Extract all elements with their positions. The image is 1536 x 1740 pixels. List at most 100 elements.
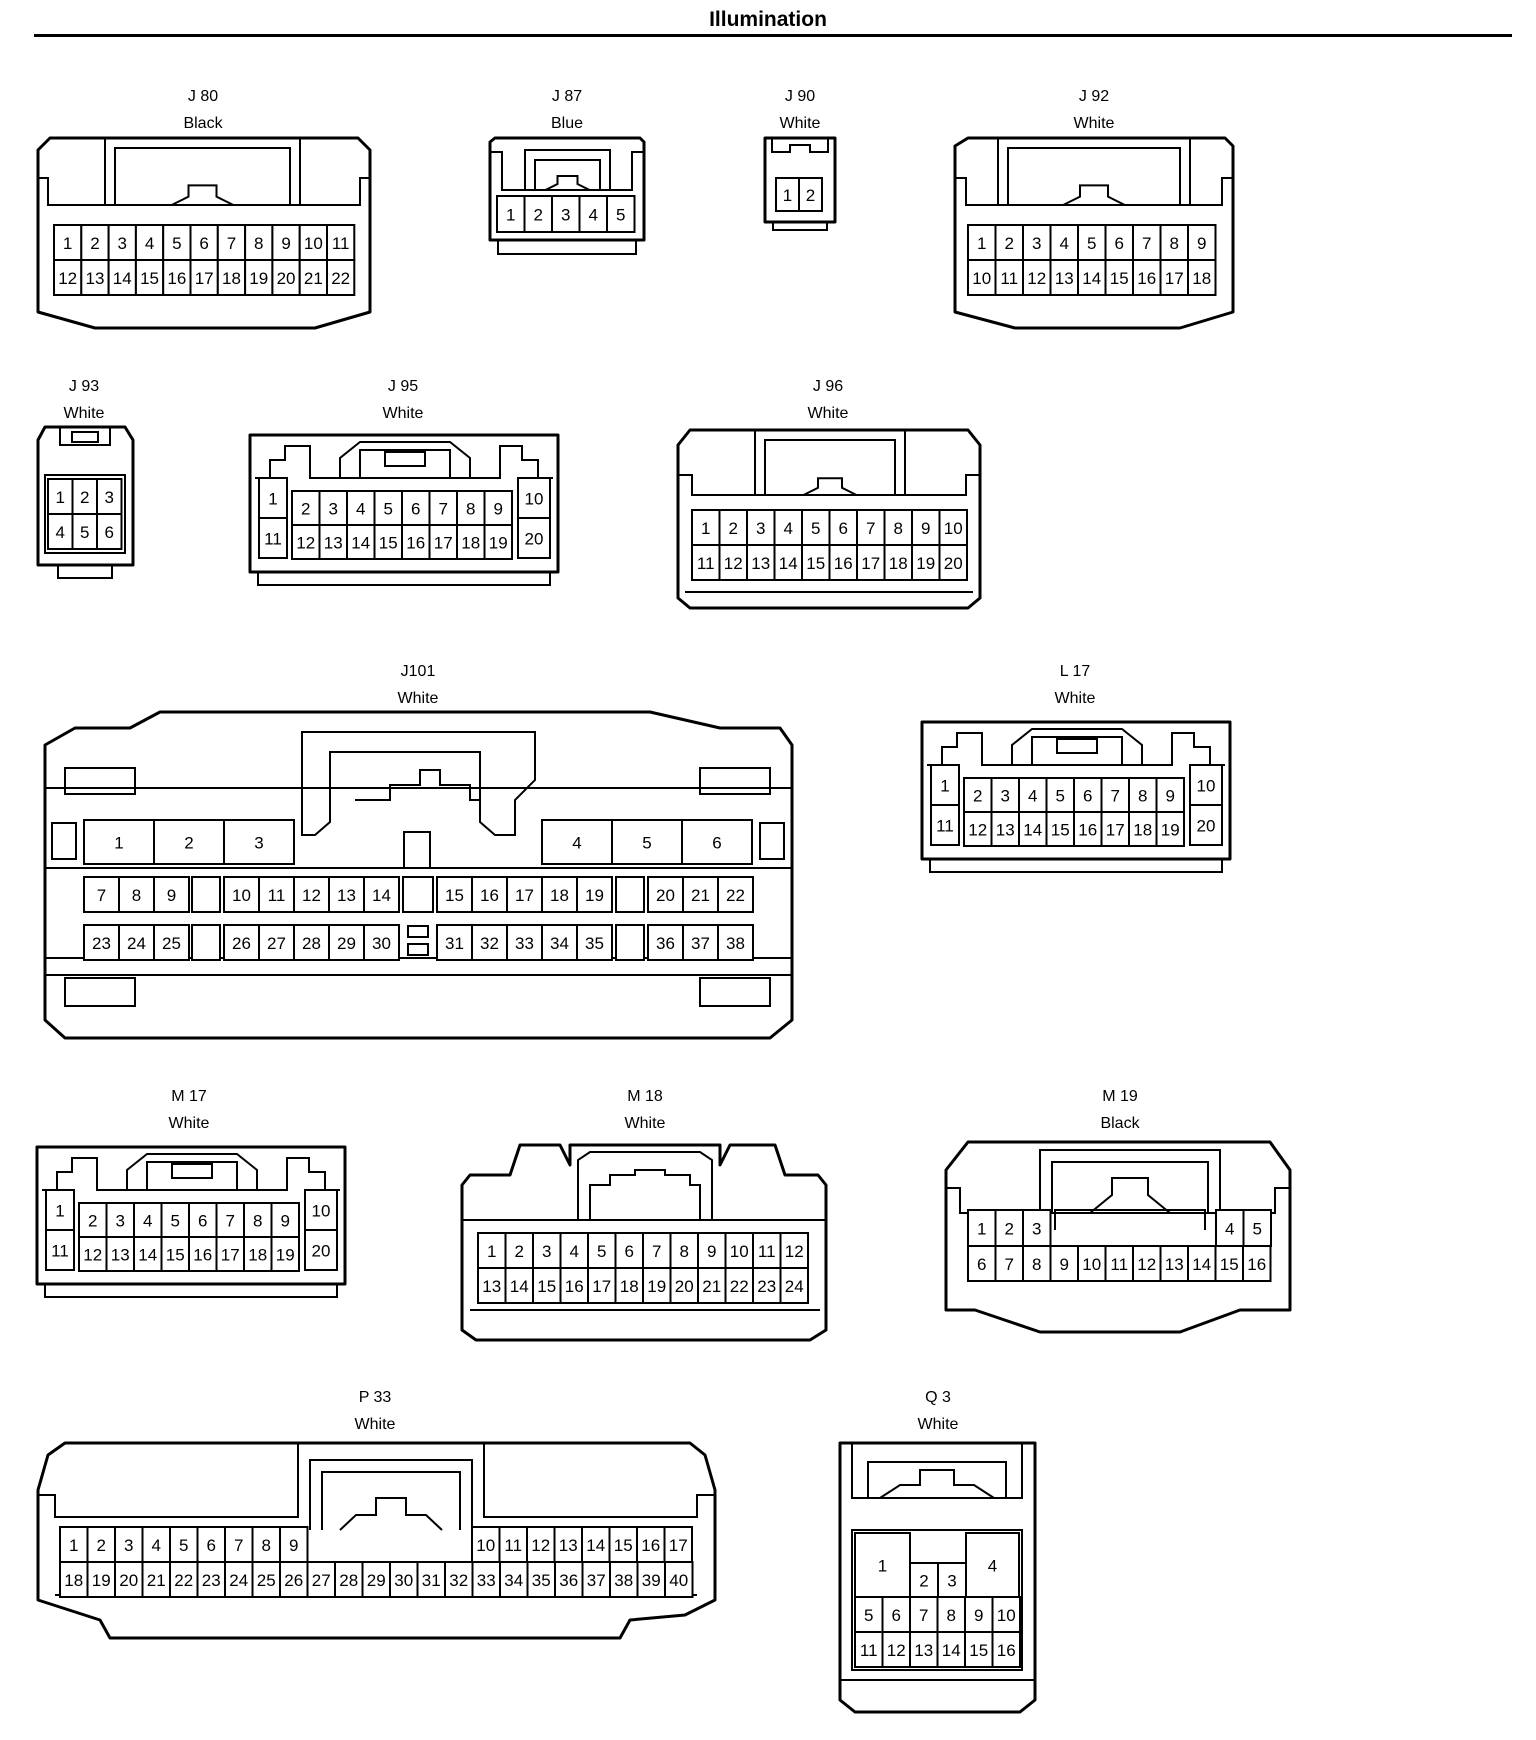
pin-14: 14 [1187,1245,1217,1282]
pin-1: 1 [496,195,526,233]
svg-text:6: 6 [199,234,208,253]
pin-9: 9 [1155,777,1185,813]
svg-text:6: 6 [625,1242,634,1261]
svg-text:14: 14 [351,534,370,553]
pin-11: 11 [691,544,721,581]
connector-id: J101 [401,663,436,680]
svg-text:25: 25 [257,1571,276,1590]
pin-6: 6 [189,224,219,261]
pin-21: 21 [141,1561,171,1598]
svg-text:21: 21 [691,886,710,905]
pin-13: 13 [328,876,365,913]
pin-6: 6 [614,1232,644,1269]
connector-id: J 93 [69,378,99,395]
pin-13: 13 [477,1267,507,1304]
pin-23: 23 [83,924,120,961]
svg-text:10: 10 [476,1536,495,1555]
pin-15: 15 [1104,259,1134,296]
svg-text:18: 18 [248,1246,267,1265]
pin-2: 2 [71,478,98,515]
svg-text:27: 27 [267,934,286,953]
pin-8: 8 [1159,224,1189,261]
svg-text:4: 4 [570,1242,579,1261]
svg-text:16: 16 [565,1277,584,1296]
svg-text:2: 2 [919,1572,928,1591]
svg-text:4: 4 [145,234,154,253]
pin-16: 16 [991,1631,1021,1668]
pin-25: 25 [251,1561,281,1598]
pin-4: 4 [773,509,803,546]
svg-text:29: 29 [337,934,356,953]
pin-22: 22 [326,259,356,296]
svg-text:17: 17 [861,554,880,573]
svg-text:1: 1 [977,1220,986,1239]
svg-text:20: 20 [119,1571,138,1590]
pin-1: 1 [258,477,288,519]
svg-text:4: 4 [143,1212,152,1231]
svg-text:18: 18 [64,1571,83,1590]
pin-14: 14 [346,524,376,560]
connector-id: J 92 [1079,88,1109,105]
pin-35: 35 [526,1561,556,1598]
svg-text:2: 2 [1005,234,1014,253]
svg-text:12: 12 [1027,269,1046,288]
pin-38: 38 [717,924,754,961]
svg-text:4: 4 [1225,1220,1234,1239]
svg-text:3: 3 [105,488,114,507]
svg-text:16: 16 [1247,1255,1266,1274]
svg-text:7: 7 [227,234,236,253]
pin-16: 16 [559,1267,589,1304]
pin-4: 4 [134,224,165,261]
svg-text:24: 24 [229,1571,248,1590]
svg-text:16: 16 [997,1641,1016,1660]
svg-text:5: 5 [864,1606,873,1625]
pin-13: 13 [553,1526,583,1563]
svg-text:20: 20 [1197,817,1216,836]
pin-2: 2 [909,1562,939,1598]
svg-text:6: 6 [207,1536,216,1555]
svg-text:9: 9 [281,1212,290,1231]
svg-text:17: 17 [1106,821,1125,840]
pin-6: 6 [196,1526,226,1563]
pin-8: 8 [244,224,274,261]
pin-2: 2 [994,224,1024,261]
pin-7: 7 [856,509,886,546]
svg-text:9: 9 [289,1536,298,1555]
svg-text:5: 5 [1056,787,1065,806]
pin-35: 35 [576,924,613,961]
pin-15: 15 [160,1236,190,1272]
pin-21: 21 [682,876,719,913]
svg-text:19: 19 [647,1277,666,1296]
svg-text:15: 15 [1110,269,1129,288]
pin-12: 12 [78,1236,108,1272]
svg-text:13: 13 [1055,269,1074,288]
connector-color: White [355,1416,396,1433]
svg-text:14: 14 [138,1246,157,1265]
svg-text:5: 5 [597,1242,606,1261]
svg-text:5: 5 [642,834,651,853]
svg-text:11: 11 [264,530,282,549]
svg-text:12: 12 [887,1641,906,1660]
svg-text:11: 11 [936,817,954,836]
pin-12: 12 [718,544,748,581]
svg-text:12: 12 [83,1246,102,1265]
svg-text:17: 17 [434,534,453,553]
svg-text:4: 4 [152,1536,161,1555]
pin-2: 2 [80,224,110,261]
pin-22: 22 [169,1561,199,1598]
svg-text:10: 10 [997,1606,1016,1625]
svg-text:25: 25 [162,934,181,953]
pin-20: 20 [647,876,684,913]
svg-text:12: 12 [785,1242,804,1261]
pin-28: 28 [334,1561,364,1598]
pin-19: 19 [244,259,274,296]
svg-text:4: 4 [988,1557,997,1576]
svg-text:24: 24 [785,1277,804,1296]
pin-25: 25 [153,924,190,961]
pin-1: 1 [45,1189,75,1231]
pin-10: 10 [304,1189,338,1231]
